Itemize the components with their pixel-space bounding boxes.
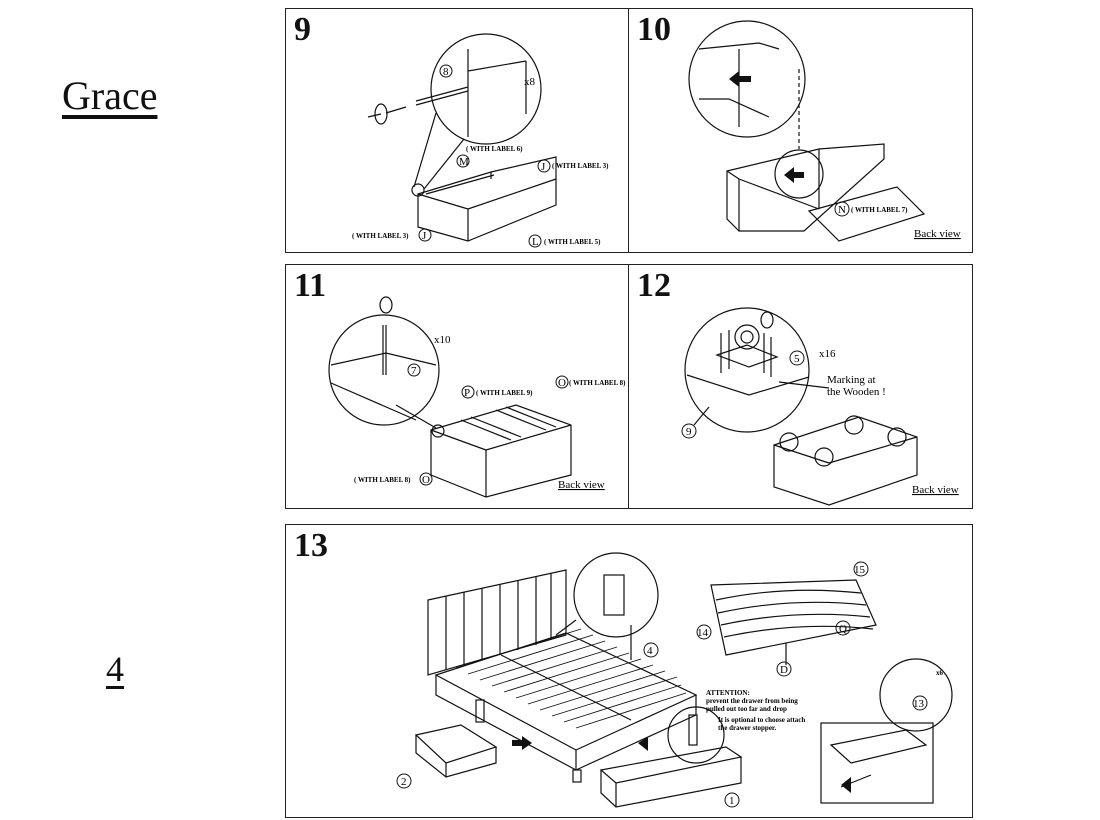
brand-title: Grace [62, 73, 158, 118]
step-9-panel: 9 [285, 8, 629, 253]
step-13-panel: 13 [285, 524, 973, 818]
marking-note-line1: Marking at [827, 374, 876, 386]
label-7: ( WITH LABEL 7) [851, 206, 908, 214]
step-12-number: 12 [637, 267, 671, 304]
part-13: 13 [913, 698, 925, 710]
step-12-view: Back view [912, 484, 959, 496]
step-11-panel: 11 x10 7 P O [285, 264, 629, 509]
step-10-number: 10 [637, 11, 671, 48]
label-3-right: ( WITH LABEL 3) [552, 162, 609, 170]
part-7: 7 [411, 365, 417, 377]
step-13-number: 13 [294, 527, 328, 564]
attention-line3: It is optional to choose attach [718, 716, 805, 724]
page-number: 4 [106, 649, 124, 689]
label-5: ( WITH LABEL 5) [544, 238, 601, 246]
part-m: M [459, 156, 469, 168]
step-9-number: 9 [294, 11, 311, 48]
step-9-illustration: x8 8 M J J L ( WITH LABEL 6) ( WITH LABE… [352, 33, 609, 248]
part-d: D [780, 664, 788, 676]
step-10-panel: 10 N ( WITH LABEL 7) Back view [628, 8, 973, 253]
part-1: 1 [729, 795, 735, 807]
step-11-illustration: x10 7 P O O ( WITH LABEL 9) ( WITH LABEL… [328, 296, 626, 498]
attention-line4: the drawer stopper. [718, 724, 776, 732]
part-o-top: O [558, 377, 566, 389]
label-6: ( WITH LABEL 6) [466, 145, 523, 153]
part-n: N [838, 204, 846, 216]
step-13-illustration: 4 15 14 Q D 13 2 1 x6 ATTENTION: prevent… [396, 552, 953, 808]
step-11-qty: x10 [434, 334, 451, 346]
part-l: L [532, 236, 539, 248]
part-9: 9 [686, 426, 692, 438]
part-j-left: J [422, 230, 427, 242]
step-13-qty: x6 [936, 669, 944, 677]
step-10-view: Back view [914, 228, 961, 240]
part-8: 8 [443, 66, 449, 78]
step-11-view: Back view [558, 479, 605, 491]
attention-title: ATTENTION: [706, 689, 750, 697]
step-9-qty: x8 [524, 76, 536, 88]
attention-line2: pulled out too far and drop [706, 705, 787, 713]
part-q: Q [839, 623, 847, 635]
marking-note-line2: the Wooden ! [827, 386, 886, 398]
label-8-left: ( WITH LABEL 8) [354, 476, 411, 484]
step-10-illustration: N ( WITH LABEL 7) Back view [688, 20, 961, 242]
part-j-right: J [541, 161, 546, 173]
part-p: P [464, 387, 470, 399]
attention-line1: prevent the drawer from being [706, 697, 798, 705]
part-o-bottom: O [422, 474, 430, 486]
step-12-panel: 12 x16 5 9 [628, 264, 973, 509]
part-15: 15 [854, 564, 866, 576]
step-12-illustration: x16 5 9 Marking at the Wooden ! Back vie… [681, 307, 959, 506]
label-9: ( WITH LABEL 9) [476, 389, 533, 397]
label-3-left: ( WITH LABEL 3) [352, 232, 409, 240]
label-8-right: ( WITH LABEL 8) [569, 379, 626, 387]
part-2: 2 [401, 776, 407, 788]
part-4: 4 [647, 645, 653, 657]
part-14: 14 [697, 627, 709, 639]
step-12-qty: x16 [819, 348, 836, 360]
part-5: 5 [794, 353, 800, 365]
step-11-number: 11 [294, 267, 327, 304]
